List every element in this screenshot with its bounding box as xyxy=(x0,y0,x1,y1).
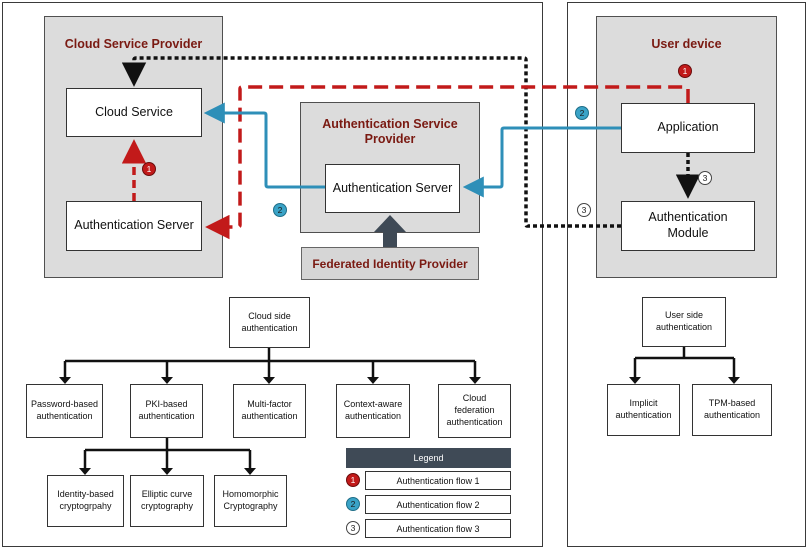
elliptic-curve-cryptography-node: Elliptic curve cryptography xyxy=(130,475,204,527)
federated-identity-provider-box: Federated Identity Provider xyxy=(301,247,479,280)
context-aware-node: Context-aware authentication xyxy=(336,384,410,438)
legend-flow1-label: Authentication flow 1 xyxy=(365,471,511,490)
tpm-based-authentication-node: TPM-based authentication xyxy=(692,384,772,436)
legend-flow3-badge: 3 xyxy=(346,521,360,535)
application-box: Application xyxy=(621,103,755,153)
asp-authentication-server-box: Authentication Server xyxy=(325,164,460,213)
implicit-authentication-node: Implicit authentication xyxy=(607,384,680,436)
user-side-authentication-node: User side authentication xyxy=(642,297,726,347)
pki-based-node: PKI-based authentication xyxy=(130,384,203,438)
cloud-service-provider-title: Cloud Service Provider xyxy=(64,37,203,51)
identity-based-cryptography-node: Identity-based cryptogrpahy xyxy=(47,475,124,527)
password-based-node: Password-based authentication xyxy=(26,384,103,438)
csp-authentication-server-box: Authentication Server xyxy=(66,201,202,251)
flow1-badge-user-device: 1 xyxy=(678,64,692,78)
legend-flow3-label: Authentication flow 3 xyxy=(365,519,511,538)
flow1-line xyxy=(205,85,690,240)
legend-flow2-badge: 2 xyxy=(346,497,360,511)
flow2-badge-user-device: 2 xyxy=(575,106,589,120)
flow3-badge-module: 3 xyxy=(577,203,591,217)
legend-flow1-badge: 1 xyxy=(346,473,360,487)
authentication-module-box: Authentication Module xyxy=(621,201,755,251)
flow2-app-to-asp-line xyxy=(462,126,621,198)
flow3-line xyxy=(121,56,621,228)
legend-flow2-label: Authentication flow 2 xyxy=(365,495,511,514)
federated-idp-arrow xyxy=(374,215,406,247)
flow2-badge-cloud: 2 xyxy=(273,203,287,217)
flow1-badge-cloud: 1 xyxy=(142,162,156,176)
legend-header: Legend xyxy=(346,448,511,468)
cloud-service-box: Cloud Service xyxy=(66,88,202,137)
user-device-title: User device xyxy=(651,37,722,51)
homomorphic-cryptography-node: Homomorphic Cryptography xyxy=(214,475,287,527)
flow3-badge-app: 3 xyxy=(698,171,712,185)
cloud-side-authentication-node: Cloud side authentication xyxy=(229,297,310,348)
authentication-service-provider-title: Authentication Service Provider xyxy=(322,117,458,146)
cloud-federation-node: Cloud federation authentication xyxy=(438,384,511,438)
flow2-asp-to-service-line xyxy=(203,102,325,189)
multi-factor-node: Multi-factor authentication xyxy=(233,384,306,438)
